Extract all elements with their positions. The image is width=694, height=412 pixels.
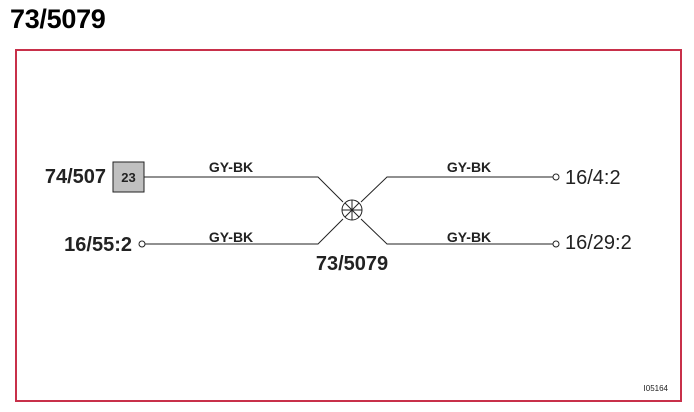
diagram-frame xyxy=(15,49,682,402)
wire-color-left-top: GY-BK xyxy=(209,159,253,175)
connector-left-bottom-label: 16/55:2 xyxy=(64,234,132,256)
connector-left-top-label: 74/507 xyxy=(45,166,106,188)
pin-number: 23 xyxy=(121,170,135,185)
figure-id: I05164 xyxy=(644,384,669,393)
terminal-right-bottom xyxy=(552,240,560,248)
pin-box xyxy=(112,161,145,193)
wire-color-left-bottom: GY-BK xyxy=(209,229,253,245)
wire-color-right-bottom: GY-BK xyxy=(447,229,491,245)
wire-left-bottom xyxy=(145,218,344,245)
wire-right-bottom xyxy=(360,218,553,245)
terminal-left-bottom xyxy=(138,240,146,248)
wire-right-top xyxy=(360,176,553,203)
splice-label: 73/5079 xyxy=(316,253,388,275)
terminal-right-top xyxy=(552,173,560,181)
splice-icon xyxy=(341,199,363,221)
connector-right-bottom-label: 16/29:2 xyxy=(565,232,632,254)
page-title: 73/5079 xyxy=(10,4,106,34)
wire-left-top xyxy=(144,176,344,203)
connector-right-top-label: 16/4:2 xyxy=(565,167,621,189)
wire-color-right-top: GY-BK xyxy=(447,159,491,175)
